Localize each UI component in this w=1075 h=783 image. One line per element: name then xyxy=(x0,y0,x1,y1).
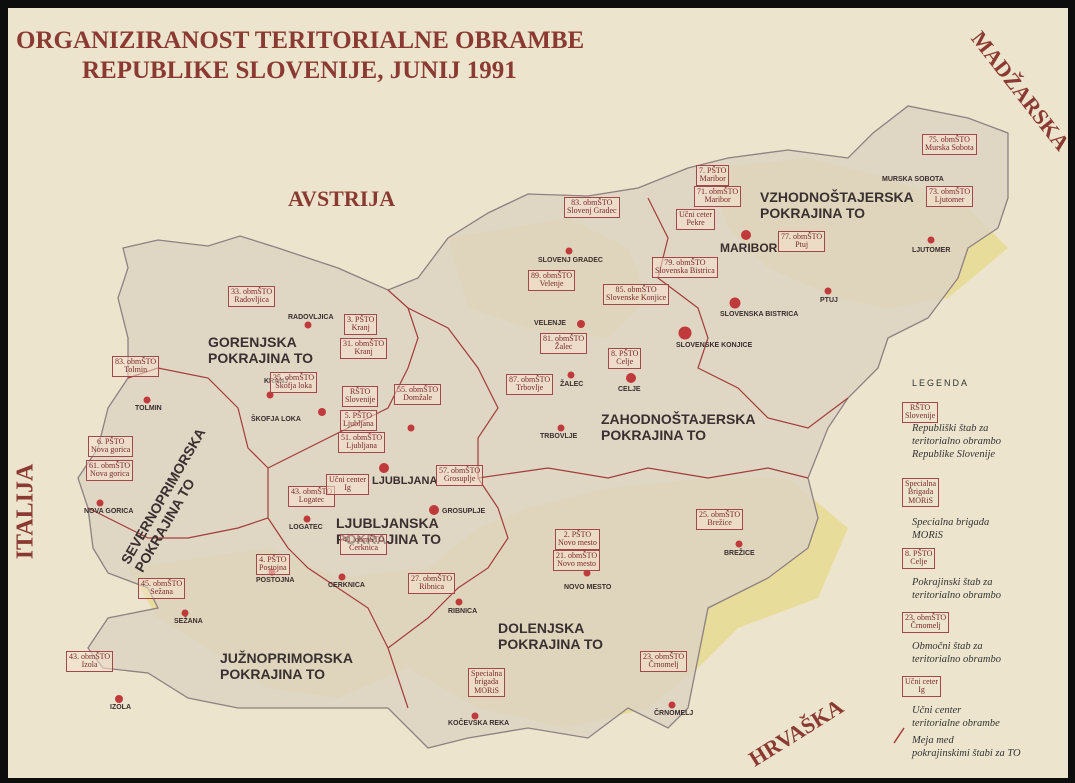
map-title-line-1: ORGANIZIRANOST TERITORIALNE OBRAMBE xyxy=(16,27,585,54)
city-trbovlje: TRBOVLJE xyxy=(540,433,578,440)
city-izola: IZOLA xyxy=(110,704,131,711)
city-ptuj: PTUJ xyxy=(820,297,838,304)
map-title-line-2: REPUBLIKE SLOVENIJE, JUNIJ 1991 xyxy=(82,57,517,84)
city-crnomelj: ČRNOMELJ xyxy=(654,710,694,717)
city-sezana: SEŽANA xyxy=(174,618,203,625)
map-frame: ORGANIZIRANOST TERITORIALNE OBRAMBE REPU… xyxy=(8,8,1068,778)
city-slovenj-gradec: SLOVENJ GRADEC xyxy=(538,257,603,264)
city-postojna: POSTOJNA xyxy=(256,577,295,584)
slovenia-outline xyxy=(77,105,1009,749)
city-skofja-loka: ŠKOFJA LOKA xyxy=(251,416,301,423)
border-zahodno-dolenjska xyxy=(477,467,809,479)
legend-border-symbol xyxy=(893,727,905,744)
city-cerknica: CERKNICA xyxy=(328,582,365,589)
country-italy: ITALIJA xyxy=(12,463,39,560)
city-maribor: MARIBOR xyxy=(720,241,778,255)
city-novo-mesto: NOVO MESTO xyxy=(564,584,612,591)
city-kocevska-reka: KOČEVSKA REKA xyxy=(448,720,510,727)
city-radovljica: RADOVLJICA xyxy=(288,314,334,321)
city-velenje: VELENJE xyxy=(534,320,566,327)
city-ljubljana: LJUBLJANA xyxy=(372,475,438,487)
city-ribnica: RIBNICA xyxy=(448,608,478,615)
city-logatec: LOGATEC xyxy=(289,524,323,531)
city-murska-sobota: MURSKA SOBOTA xyxy=(882,176,944,183)
city-slovenska-bistrica: SLOVENSKA BISTRICA xyxy=(720,311,799,318)
city-zalec: ŽALEC xyxy=(560,381,584,388)
city-grosuplje: GROSUPLJE xyxy=(442,508,486,515)
legend-title: LEGENDA xyxy=(912,378,970,388)
city-nova-gorica: NOVA GORICA xyxy=(84,508,134,515)
border-ljubljanska-dolenjska xyxy=(387,477,509,649)
city-celje: CELJE xyxy=(618,386,641,393)
country-austria: AVSTRIJA xyxy=(288,186,396,211)
headquarters-markers xyxy=(96,230,935,720)
city-brezice: BREŽICE xyxy=(724,550,755,557)
city-slovenske-konjice: SLOVENSKE KONJICE xyxy=(676,342,753,349)
city-tolmin: TOLMIN xyxy=(135,405,162,412)
border-ljubljanska-zahodno xyxy=(407,307,499,478)
border-primorska-south xyxy=(87,468,269,539)
city-ljutomer: LJUTOMER xyxy=(912,247,951,254)
